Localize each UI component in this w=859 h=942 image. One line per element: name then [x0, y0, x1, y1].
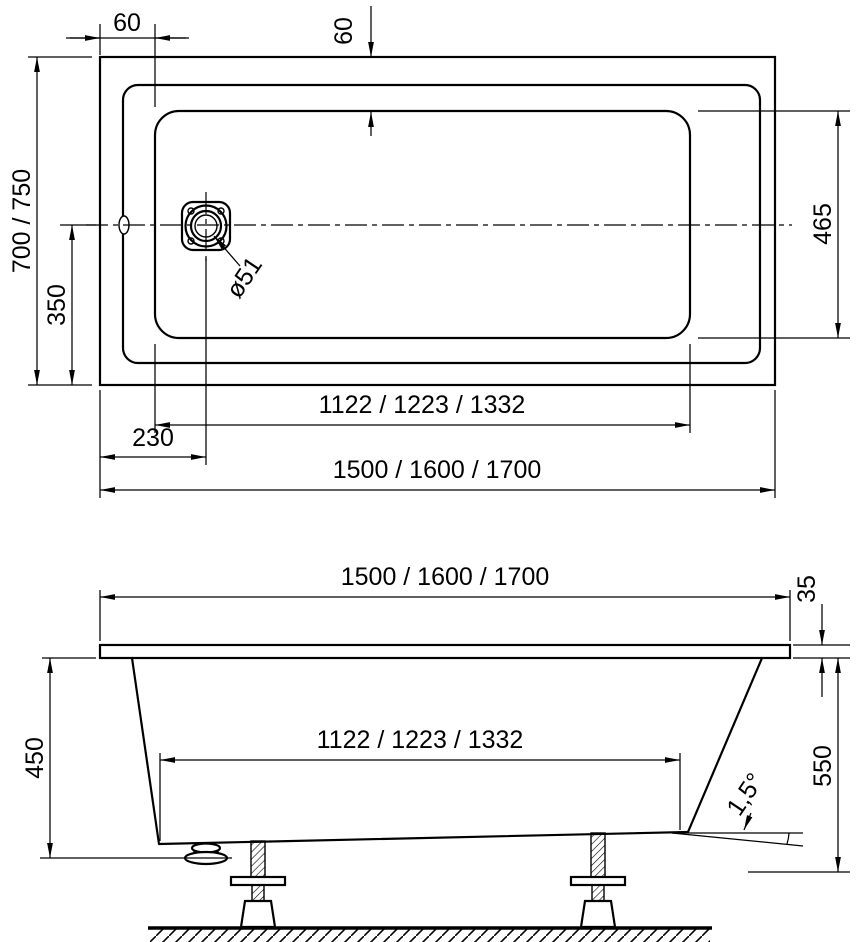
bottom-slope-label: 1,5°	[721, 768, 769, 821]
drain-diameter-label: ø51	[221, 252, 268, 303]
foot-connector	[250, 840, 266, 878]
foot-left	[229, 840, 287, 929]
overall-length-side-label: 1500 / 1600 / 1700	[341, 563, 550, 591]
offset-left-label: 60	[113, 9, 141, 37]
dim-rim-thickness: 35	[793, 575, 850, 697]
overall-length-label: 1500 / 1600 / 1700	[333, 456, 542, 484]
dim-bottom-slope: 1,5°	[671, 768, 804, 847]
rim-thickness-label: 35	[793, 575, 821, 603]
ground-hatch	[150, 929, 710, 942]
left-wall	[130, 656, 161, 846]
dim-overall-length-side: 1500 / 1600 / 1700	[99, 563, 791, 641]
dim-drain-offset: 230	[100, 258, 207, 465]
dim-overall-length: 1500 / 1600 / 1700	[99, 390, 776, 498]
center-to-edge-label: 350	[43, 284, 71, 326]
slope-line	[671, 832, 804, 847]
foot-rod	[591, 884, 605, 902]
angle-arc	[786, 832, 790, 845]
tub-bottom	[157, 830, 690, 846]
overall-width-label: 700 / 750	[8, 169, 36, 273]
foot-plate	[569, 875, 627, 887]
right-wall	[686, 656, 764, 834]
overall-height-label: 550	[809, 745, 837, 787]
dim-drain-diameter: ø51	[213, 235, 268, 303]
dim-basin-length: 1122 / 1223 / 1332	[154, 344, 691, 433]
dim-center-to-edge: 350	[43, 224, 96, 385]
offset-top-label: 60	[330, 17, 358, 45]
dim-overall-width: 700 / 750	[8, 56, 92, 386]
dim-offset-top: 60	[330, 6, 374, 136]
foot-base	[239, 899, 277, 929]
dim-basin-width: 465	[698, 110, 850, 339]
side-view: 1500 / 1600 / 1700	[21, 563, 850, 942]
basin-bottom-length-label: 1122 / 1223 / 1332	[317, 726, 524, 754]
dim-offset-left: 60	[66, 9, 189, 107]
dim-inner-depth: 450	[21, 657, 232, 859]
foot-plate	[229, 875, 287, 887]
dim-basin-bottom-length: 1122 / 1223 / 1332	[159, 726, 681, 841]
foot-connector	[590, 832, 606, 878]
drain-side-view	[183, 842, 229, 866]
tub-outer-edge	[98, 55, 777, 387]
foot-right	[569, 832, 627, 929]
foot-base	[579, 899, 617, 929]
basin-width-label: 465	[809, 203, 837, 245]
leader-line	[213, 235, 241, 267]
inner-depth-label: 450	[21, 737, 49, 779]
top-view: 60 60 700 / 750 350 465	[8, 6, 850, 498]
basin-length-label: 1122 / 1223 / 1332	[319, 391, 526, 419]
drain-offset-label: 230	[132, 424, 174, 452]
foot-rod	[251, 884, 265, 902]
rim-profile	[98, 643, 792, 660]
leader-line	[743, 812, 753, 831]
dim-overall-height: 550	[748, 658, 850, 873]
